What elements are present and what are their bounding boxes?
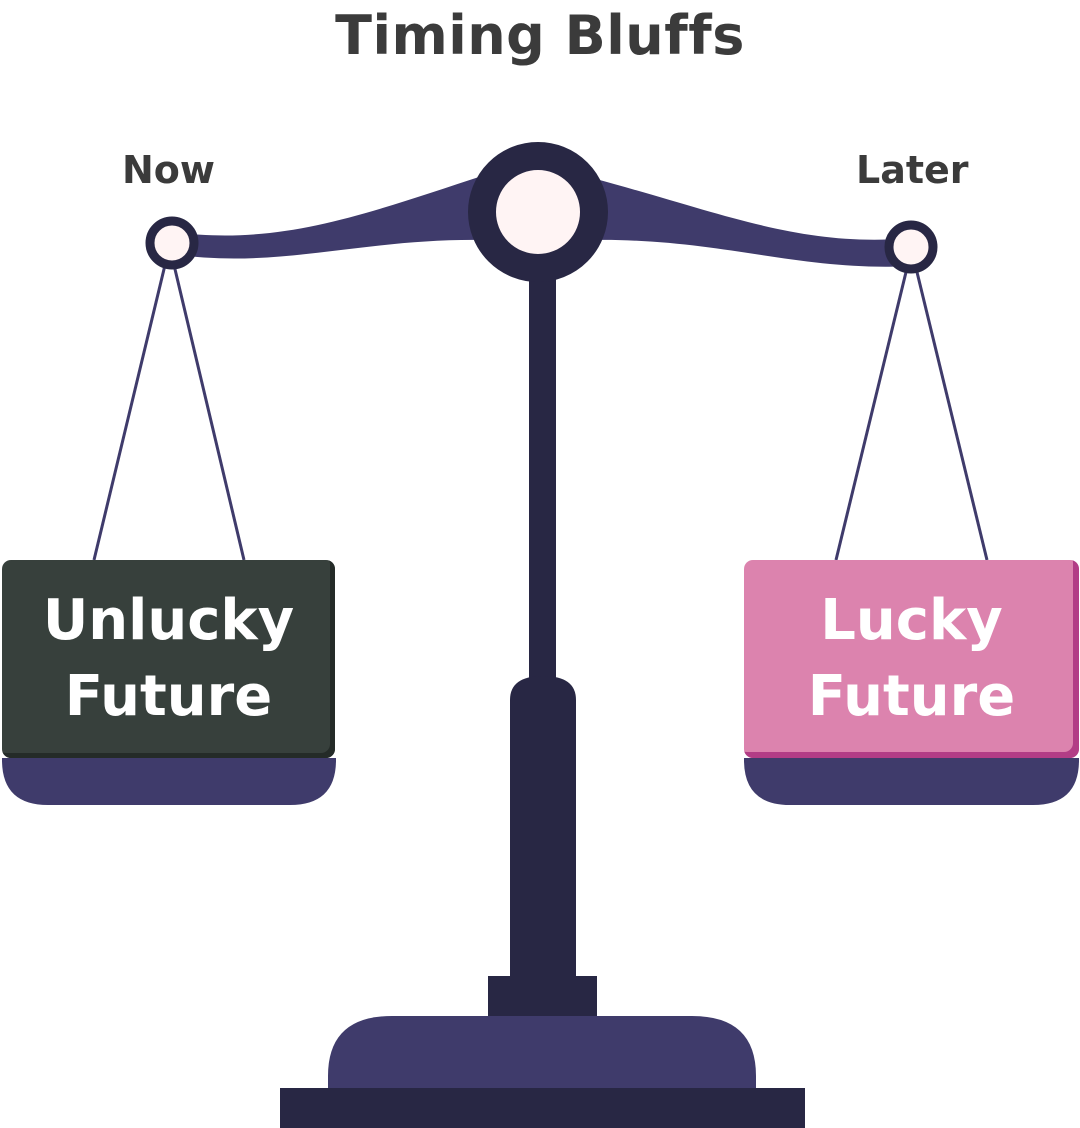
left-pan-strings (92, 264, 246, 561)
right-pan (744, 758, 1079, 805)
now-label: Now (122, 148, 216, 192)
lucky-future-text: Lucky Future (807, 588, 1016, 729)
right-pan-strings (834, 267, 989, 561)
right-pivot-icon (884, 220, 938, 274)
diagram-title: Timing Bluffs (335, 4, 745, 67)
unlucky-future-text: Unlucky Future (42, 588, 295, 729)
left-pan (2, 758, 336, 805)
scale-pillar-collar (488, 976, 597, 1020)
scale-base (328, 1016, 756, 1090)
unlucky-future-box: Unlucky Future (2, 560, 335, 758)
lucky-future-box: Lucky Future (744, 560, 1079, 758)
scale-pillar-top (529, 240, 556, 690)
scale-pillar (510, 676, 576, 980)
left-pivot-icon (145, 216, 199, 270)
later-label: Later (856, 148, 969, 192)
center-pivot-icon (468, 142, 608, 282)
scale-base-plate (280, 1088, 805, 1128)
